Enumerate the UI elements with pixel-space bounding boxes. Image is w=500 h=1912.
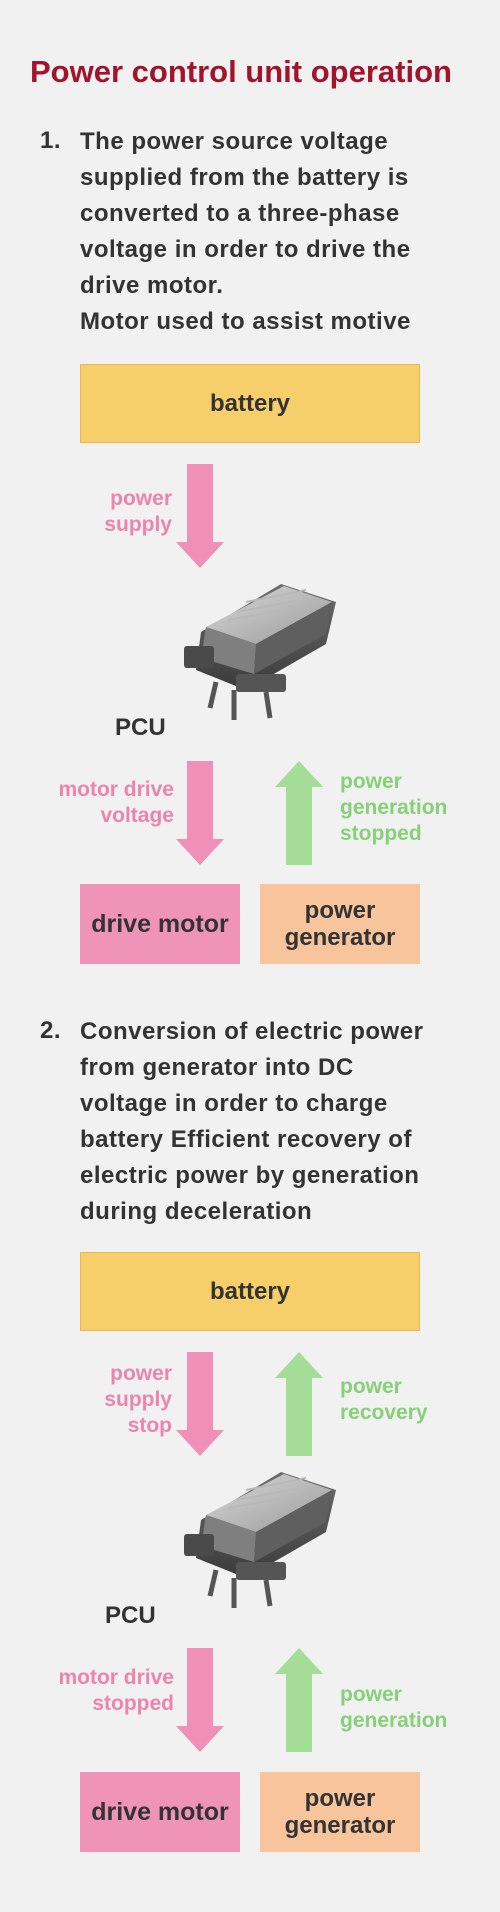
section-2-number: 2. [40, 1017, 62, 1044]
section-1-line: voltage in order to drive the [80, 236, 411, 263]
section-2-line: battery Efficient recovery of [80, 1126, 412, 1153]
power-supply-stop-arrow [176, 1352, 224, 1456]
motor-drive-voltage-arrow [176, 761, 224, 865]
section-1-line: converted to a three-phase [80, 200, 400, 227]
section-1-line: Motor used to assist motive [80, 308, 411, 335]
power-generation-stopped-arrow [275, 761, 323, 865]
pcu-label: PCU [105, 1602, 156, 1629]
section-2-description: Conversion of electric power from genera… [80, 1014, 423, 1230]
section-1-line: The power source voltage [80, 128, 389, 155]
power-supply-stop-label: power supply stop [104, 1362, 172, 1437]
motor-drive-stopped-arrow [176, 1648, 224, 1752]
pcu-unit-image [184, 584, 336, 720]
section-2-line: from generator into DC [80, 1054, 354, 1081]
section-2-line: during deceleration [80, 1198, 313, 1225]
motor-drive-stopped-label: motor drive stopped [58, 1666, 174, 1715]
section-2-line: Conversion of electric power [80, 1018, 424, 1045]
page-title: Power control unit operation [30, 54, 452, 89]
power-generation-arrow [275, 1648, 323, 1752]
section-1-description: The power source voltage supplied from t… [80, 124, 411, 340]
power-generation-label: power generation [340, 1683, 448, 1732]
power-supply-arrow [176, 464, 224, 568]
power-recovery-label: power recovery [340, 1375, 428, 1424]
section-2-line: electric power by generation [80, 1162, 420, 1189]
section-1-line: drive motor. [80, 272, 224, 299]
section-2-line: voltage in order to charge [80, 1090, 388, 1117]
battery-box: battery [80, 364, 420, 443]
pcu-unit-image [184, 1472, 336, 1608]
power-generator-box: power generator [260, 884, 420, 964]
drive-motor-box: drive motor [80, 1772, 240, 1852]
power-supply-label: power supply [104, 487, 172, 536]
section-1-line: supplied from the battery is [80, 164, 409, 191]
power-recovery-arrow [275, 1352, 323, 1456]
pcu-label: PCU [115, 714, 166, 741]
power-generation-stopped-label: power generation stopped [340, 770, 448, 845]
motor-drive-voltage-label: motor drive voltage [58, 778, 174, 827]
drive-motor-box: drive motor [80, 884, 240, 964]
power-generator-box: power generator [260, 1772, 420, 1852]
battery-box: battery [80, 1252, 420, 1331]
section-1-number: 1. [40, 127, 62, 154]
